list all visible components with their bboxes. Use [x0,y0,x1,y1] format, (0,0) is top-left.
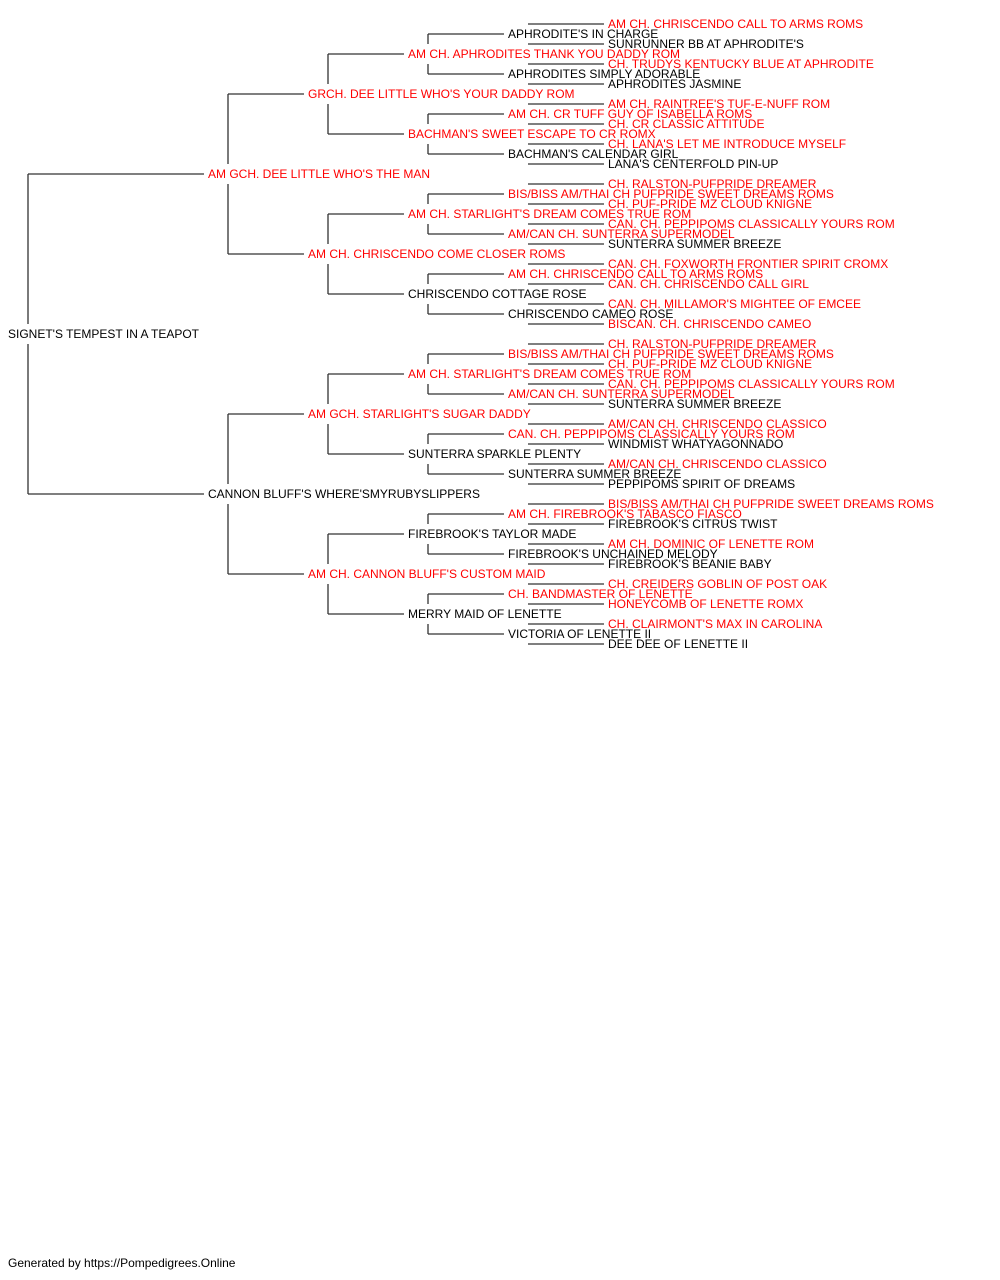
ancestor-name: CAN. CH. FOXWORTH FRONTIER SPIRIT CROMX [608,257,888,271]
ancestor-name: HONEYCOMB OF LENETTE ROMX [608,597,803,611]
ancestor-name: AM GCH. STARLIGHT'S SUGAR DADDY [308,407,531,421]
ancestor-name: AM GCH. DEE LITTLE WHO'S THE MAN [208,167,430,181]
ancestor-name: FIREBROOK'S UNCHAINED MELODY [508,547,718,561]
ancestor-name: FIREBROOK'S BEANIE BABY [608,557,772,571]
ancestor-name: SUNTERRA SUMMER BREEZE [508,467,681,481]
ancestor-name: CAN. CH. MILLAMOR'S MIGHTEE OF EMCEE [608,297,861,311]
ancestor-name: AM/CAN CH. CHRISCENDO CLASSICO [608,457,827,471]
ancestor-name: VICTORIA OF LENETTE II [508,627,651,641]
subject-name: SIGNET'S TEMPEST IN A TEAPOT [8,327,200,341]
ancestor-name: AM CH. CANNON BLUFF'S CUSTOM MAID [308,567,546,581]
ancestor-name: CH. BANDMASTER OF LENETTE [508,587,693,601]
ancestor-name: CH. CREIDERS GOBLIN OF POST OAK [608,577,827,591]
ancestor-name: MERRY MAID OF LENETTE [408,607,562,621]
ancestor-name: CH. RALSTON-PUFPRIDE DREAMER [608,177,817,191]
ancestor-name: CH. PUF-PRIDE MZ CLOUD KNIGNE [608,357,812,371]
ancestor-name: LANA'S CENTERFOLD PIN-UP [608,157,778,171]
ancestor-name: FIREBROOK'S CITRUS TWIST [608,517,778,531]
ancestor-name: FIREBROOK'S TAYLOR MADE [408,527,576,541]
ancestor-name: BACHMAN'S CALENDAR GIRL [508,147,679,161]
ancestor-name: GRCH. DEE LITTLE WHO'S YOUR DADDY ROM [308,87,575,101]
ancestor-name: APHRODITES JASMINE [608,77,741,91]
ancestor-name: PEPPIPOMS SPIRIT OF DREAMS [608,477,795,491]
ancestor-name: SUNTERRA SUMMER BREEZE [608,237,781,251]
ancestor-name: SUNTERRA SUMMER BREEZE [608,397,781,411]
ancestor-name: AM CH. RAINTREE'S TUF-E-NUFF ROM [608,97,830,111]
ancestor-name: AM CH. FIREBROOK'S TABASCO FIASCO [508,507,742,521]
dog-names: SIGNET'S TEMPEST IN A TEAPOT AM GCH. DEE … [8,17,934,651]
ancestor-name: BIS/BISS AM/THAI CH PUFPRIDE SWEET DREAM… [608,497,934,511]
ancestor-name: APHRODITE'S IN CHARGE [508,27,658,41]
ancestor-name: BISCAN. CH. CHRISCENDO CAMEO [608,317,811,331]
ancestor-name: BIS/BISS AM/THAI CH PUFPRIDE SWEET DREAM… [508,347,834,361]
ancestor-name: SUNTERRA SPARKLE PLENTY [408,447,581,461]
ancestor-name: AM CH. DOMINIC OF LENETTE ROM [608,537,814,551]
ancestor-name: AM/CAN CH. SUNTERRA SUPERMODEL [508,387,735,401]
ancestor-name: AM CH. STARLIGHT'S DREAM COMES TRUE ROM [408,207,691,221]
connector-lines [27,23,604,645]
ancestor-name: AM CH. CHRISCENDO CALL TO ARMS ROMS [608,17,863,31]
ancestor-name: BIS/BISS AM/THAI CH PUFPRIDE SWEET DREAM… [508,187,834,201]
ancestor-name: CH. PUF-PRIDE MZ CLOUD KNIGNE [608,197,812,211]
ancestor-name: BACHMAN'S SWEET ESCAPE TO CR ROMX [408,127,656,141]
ancestor-name: CAN. CH. CHRISCENDO CALL GIRL [608,277,809,291]
ancestor-name: SUNRUNNER BB AT APHRODITE'S [608,37,804,51]
ancestor-name: AM CH. APHRODITES THANK YOU DADDY ROM [408,47,680,61]
ancestor-name: CAN. CH. PEPPIPOMS CLASSICALLY YOURS ROM [608,217,895,231]
ancestor-name: CH. LANA'S LET ME INTRODUCE MYSELF [608,137,846,151]
ancestor-name: DEE DEE OF LENETTE II [608,637,748,651]
ancestor-name: CANNON BLUFF'S WHERE'SMYRUBYSLIPPERS [208,487,480,501]
ancestor-name: AM CH. CR TUFF GUY OF ISABELLA ROMS [508,107,752,121]
ancestor-name: CAN. CH. PEPPIPOMS CLASSICALLY YOURS ROM [508,427,795,441]
ancestor-name: CH. TRUDYS KENTUCKY BLUE AT APHRODITE [608,57,874,71]
ancestor-name: AM/CAN CH. CHRISCENDO CLASSICO [608,417,827,431]
ancestor-name: AM CH. CHRISCENDO COME CLOSER ROMS [308,247,565,261]
ancestor-name: CH. RALSTON-PUFPRIDE DREAMER [608,337,817,351]
ancestor-name: WINDMIST WHATYAGONNADO [608,437,783,451]
ancestor-name: CHRISCENDO CAMEO ROSE [508,307,673,321]
ancestor-name: CH. CR CLASSIC ATTITUDE [608,117,764,131]
ancestor-name: AM/CAN CH. SUNTERRA SUPERMODEL [508,227,735,241]
ancestor-name: AM CH. STARLIGHT'S DREAM COMES TRUE ROM [408,367,691,381]
ancestor-name: AM CH. CHRISCENDO CALL TO ARMS ROMS [508,267,763,281]
ancestor-name: APHRODITES SIMPLY ADORABLE [508,67,700,81]
ancestor-name: CHRISCENDO COTTAGE ROSE [408,287,586,301]
ancestor-name: CAN. CH. PEPPIPOMS CLASSICALLY YOURS ROM [608,377,895,391]
generated-by-footer: Generated by https://Pompedigrees.Online [8,1256,236,1270]
ancestor-name: CH. CLAIRMONT'S MAX IN CAROLINA [608,617,822,631]
